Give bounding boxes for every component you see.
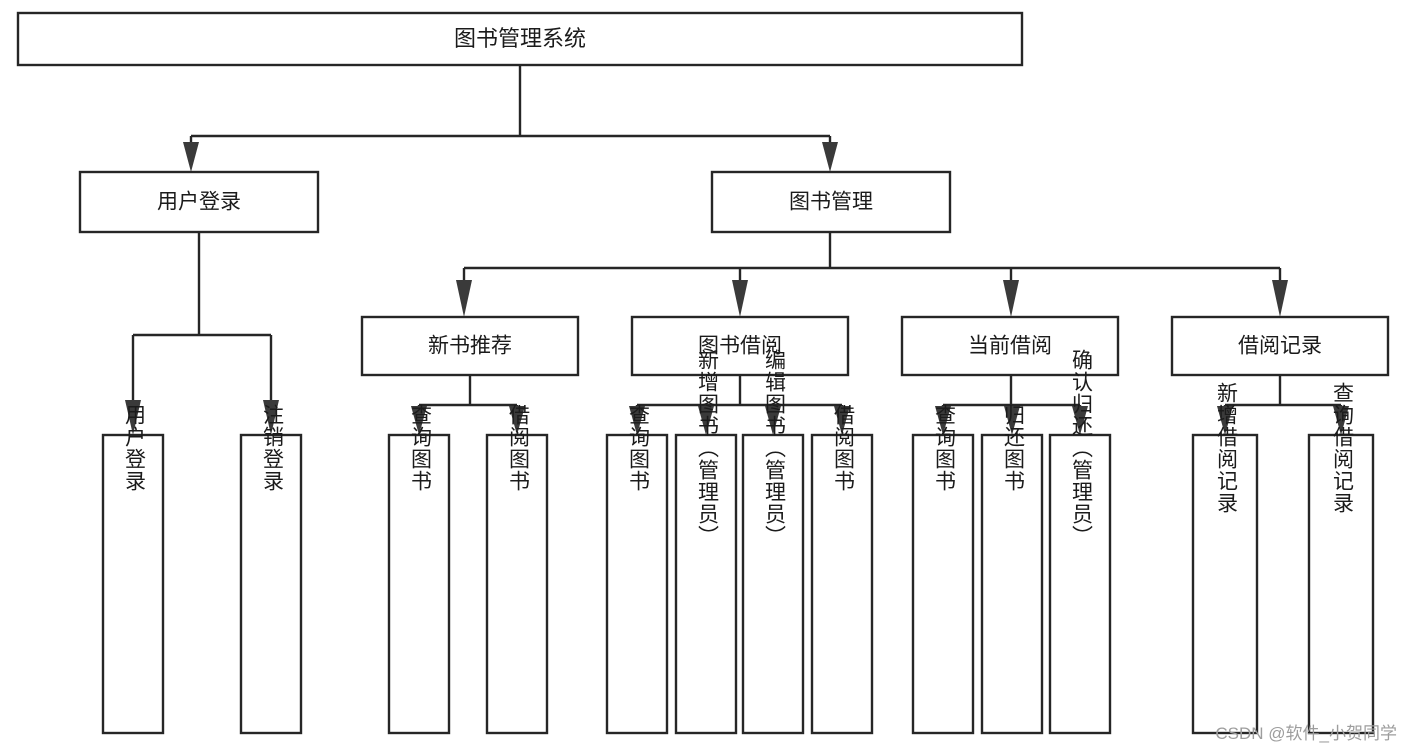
arrow-head-ul-to-leaf1 (263, 400, 279, 435)
leaf-borrow-record-1[interactable]: 查询借阅记录 (1307, 382, 1375, 735)
connector-group-root (183, 65, 838, 172)
leaf-new-book-recommend-0[interactable]: 查询图书 (387, 404, 451, 735)
leaf-current-borrow-1-label: 归还图书 (1001, 404, 1025, 492)
arrow-head-br-to-leaf0 (1217, 406, 1233, 435)
node-book-borrow[interactable]: 图书借阅 (630, 315, 850, 377)
arrow-head-bb-to-leaf0 (629, 406, 645, 435)
leaf-book-borrow-0-label: 查询图书 (626, 404, 650, 492)
arrow-head-nb-to-leaf0 (411, 406, 427, 435)
leaf-book-borrow-2-label: 编辑图书（管理员） (762, 349, 786, 547)
connector-group-current-borrow (935, 375, 1088, 435)
leaf-new-book-recommend-1-label: 借阅图书 (506, 404, 530, 492)
leaf-current-borrow-0[interactable]: 查询图书 (911, 404, 975, 735)
connector-group-book-borrow (629, 375, 850, 435)
arrow-head-bb-to-leaf3 (834, 406, 850, 435)
node-borrow-record[interactable]: 借阅记录 (1170, 315, 1390, 377)
leaf-borrow-record-0-label: 新增借阅记录 (1214, 382, 1238, 514)
node-root-book-management-system[interactable]: 图书管理系统 (16, 11, 1024, 67)
leaf-user-login-0-box (101, 433, 165, 735)
leaf-user-login-1[interactable]: 注销登录 (239, 404, 303, 735)
leaf-book-borrow-1-label: 新增图书（管理员） (695, 349, 719, 547)
leaf-book-borrow-1-box (674, 433, 738, 735)
leaf-book-borrow-0-box (605, 433, 669, 735)
leaf-borrow-record-1-box (1307, 433, 1375, 735)
node-borrow-record-label: 借阅记录 (1238, 335, 1322, 358)
arrow-head-cb-to-leaf0 (935, 406, 951, 435)
node-user-login[interactable]: 用户登录 (78, 170, 320, 234)
leaf-new-book-recommend-0-label: 查询图书 (408, 404, 432, 492)
leaf-current-borrow-2-box (1048, 433, 1112, 735)
node-current-borrow-box (900, 315, 1120, 377)
arrow-head-br-to-leaf1 (1333, 406, 1349, 435)
arrow-head-root-to-book-mgmt (822, 142, 838, 172)
leaf-new-book-recommend-0-box (387, 433, 451, 735)
node-book-management-label: 图书管理 (789, 191, 873, 214)
node-book-management-box (710, 170, 952, 234)
leaf-book-borrow-3[interactable]: 借阅图书 (810, 404, 874, 735)
leaf-user-login-0[interactable]: 用户登录 (101, 404, 165, 735)
leaf-book-borrow-2[interactable]: 编辑图书（管理员） (741, 349, 805, 735)
leaf-book-borrow-3-label: 借阅图书 (831, 404, 855, 492)
arrow-head-cb-to-leaf1 (1004, 406, 1020, 435)
leaf-book-borrow-3-box (810, 433, 874, 735)
arrow-head-bm-to-borrow (732, 280, 748, 317)
leaf-current-borrow-1-box (980, 433, 1044, 735)
leaf-current-borrow-2[interactable]: 确认归还（管理员） (1048, 349, 1112, 735)
leaf-current-borrow-1[interactable]: 归还图书 (980, 404, 1044, 735)
leaf-user-login-1-box (239, 433, 303, 735)
leaf-book-borrow-1[interactable]: 新增图书（管理员） (674, 349, 738, 735)
node-user-login-box (78, 170, 320, 234)
leaf-current-borrow-0-label: 查询图书 (932, 404, 956, 492)
leaf-borrow-record-0[interactable]: 新增借阅记录 (1191, 382, 1259, 735)
connector-group-user-login (125, 232, 279, 435)
arrow-head-ul-to-leaf0 (125, 400, 141, 435)
node-current-borrow-label: 当前借阅 (968, 335, 1052, 358)
leaf-borrow-record-1-label: 查询借阅记录 (1330, 382, 1354, 514)
leaf-user-login-0-label: 用户登录 (122, 404, 146, 492)
arrow-head-bm-to-current (1003, 280, 1019, 317)
leaf-current-borrow-2-label: 确认归还（管理员） (1069, 349, 1093, 547)
leaf-new-book-recommend-1-box (485, 433, 549, 735)
leaf-book-borrow-0[interactable]: 查询图书 (605, 404, 669, 735)
connector-group-new-book (411, 375, 525, 435)
node-root-box (16, 11, 1024, 67)
node-user-login-label: 用户登录 (157, 191, 241, 214)
node-root-label: 图书管理系统 (454, 26, 586, 51)
arrow-head-cb-to-leaf2 (1072, 406, 1088, 435)
arrow-head-bm-to-new-book (456, 280, 472, 317)
arrow-head-root-to-user-login (183, 142, 199, 172)
node-book-management[interactable]: 图书管理 (710, 170, 952, 234)
node-current-borrow[interactable]: 当前借阅 (900, 315, 1120, 377)
node-book-borrow-box (630, 315, 850, 377)
node-new-book-recommend-label: 新书推荐 (428, 335, 512, 358)
node-book-borrow-label: 图书借阅 (698, 335, 782, 358)
node-borrow-record-box (1170, 315, 1390, 377)
leaf-current-borrow-0-box (911, 433, 975, 735)
arrow-head-bb-to-leaf2 (765, 406, 781, 435)
connector-group-borrow-record (1217, 375, 1349, 435)
leaf-user-login-1-label: 注销登录 (260, 404, 284, 492)
arrow-head-bb-to-leaf1 (698, 406, 714, 435)
leaf-borrow-record-0-box (1191, 433, 1259, 735)
node-new-book-recommend[interactable]: 新书推荐 (360, 315, 580, 377)
arrow-head-bm-to-record (1272, 280, 1288, 317)
arrow-head-nb-to-leaf1 (509, 406, 525, 435)
connector-group-book-mgmt (456, 232, 1288, 317)
node-new-book-recommend-box (360, 315, 580, 377)
leaf-new-book-recommend-1[interactable]: 借阅图书 (485, 404, 549, 735)
leaf-book-borrow-2-box (741, 433, 805, 735)
